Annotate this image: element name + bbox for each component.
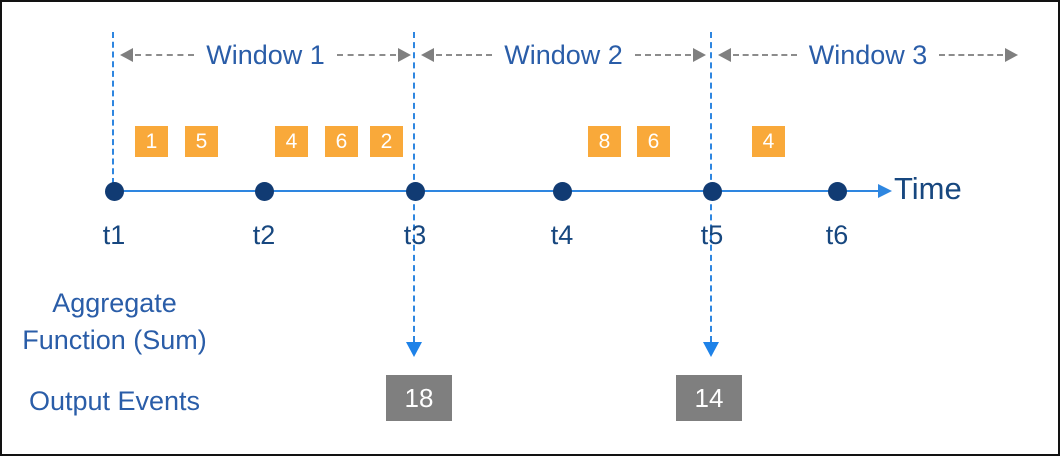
arrow-left-icon <box>421 48 434 62</box>
tick-label-t5: t5 <box>700 220 724 250</box>
aggregate-label-line2: Function (Sum) <box>22 325 207 355</box>
window-boundary-line-t1 <box>112 32 114 184</box>
arrow-left-icon <box>120 48 133 62</box>
timeline-dot-t2 <box>255 182 274 201</box>
aggregate-function-label: Aggregate Function (Sum) <box>17 285 212 359</box>
output-value-t5: 14 <box>676 375 742 421</box>
arrow-right-icon <box>398 48 412 62</box>
window-2-span: Window 2 <box>421 40 707 70</box>
event-box-window1-6: 6 <box>325 126 358 157</box>
timeline-dot-t5 <box>703 182 722 201</box>
timeline-dot-t3 <box>406 182 425 201</box>
aggregate-label-line1: Aggregate <box>52 288 177 318</box>
event-box-window1-4: 4 <box>275 126 308 157</box>
arrow-right-icon <box>693 48 707 62</box>
window-1-label: Window 1 <box>206 40 325 70</box>
arrow-left-icon <box>718 48 731 62</box>
dashed-line <box>634 54 692 56</box>
event-box-window1-1: 1 <box>135 126 168 157</box>
event-box-window2-6: 6 <box>637 126 670 157</box>
tick-label-t2: t2 <box>252 220 276 250</box>
output-arrow-down-icon-t3 <box>406 342 422 357</box>
dashed-line <box>436 54 493 56</box>
timeline-dot-t1 <box>105 182 124 201</box>
dashed-line <box>336 54 397 56</box>
event-box-window1-5: 5 <box>185 126 218 157</box>
time-axis-line <box>114 190 878 192</box>
output-value-t3: 18 <box>386 375 452 421</box>
event-box-window3-4: 4 <box>752 126 785 157</box>
window-2-label: Window 2 <box>504 40 623 70</box>
tick-label-t3: t3 <box>403 220 427 250</box>
output-events-label: Output Events <box>28 386 201 416</box>
tick-label-t4: t4 <box>550 220 574 250</box>
window-3-span: Window 3 <box>718 40 1019 70</box>
arrow-right-icon <box>1005 48 1019 62</box>
timeline-dot-t4 <box>553 182 572 201</box>
time-axis-label: Time <box>894 171 962 206</box>
time-axis-arrow-icon <box>878 184 892 198</box>
dashed-line <box>733 54 797 56</box>
tick-label-t1: t1 <box>102 220 126 250</box>
window-1-span: Window 1 <box>120 40 412 70</box>
timeline-dot-t6 <box>828 182 847 201</box>
dashed-line <box>135 54 195 56</box>
event-box-window2-8: 8 <box>588 126 621 157</box>
tick-label-t6: t6 <box>825 220 849 250</box>
dashed-line <box>939 54 1004 56</box>
output-arrow-down-icon-t5 <box>703 342 719 357</box>
window-3-label: Window 3 <box>808 40 928 70</box>
event-box-window1-2: 2 <box>370 126 403 157</box>
